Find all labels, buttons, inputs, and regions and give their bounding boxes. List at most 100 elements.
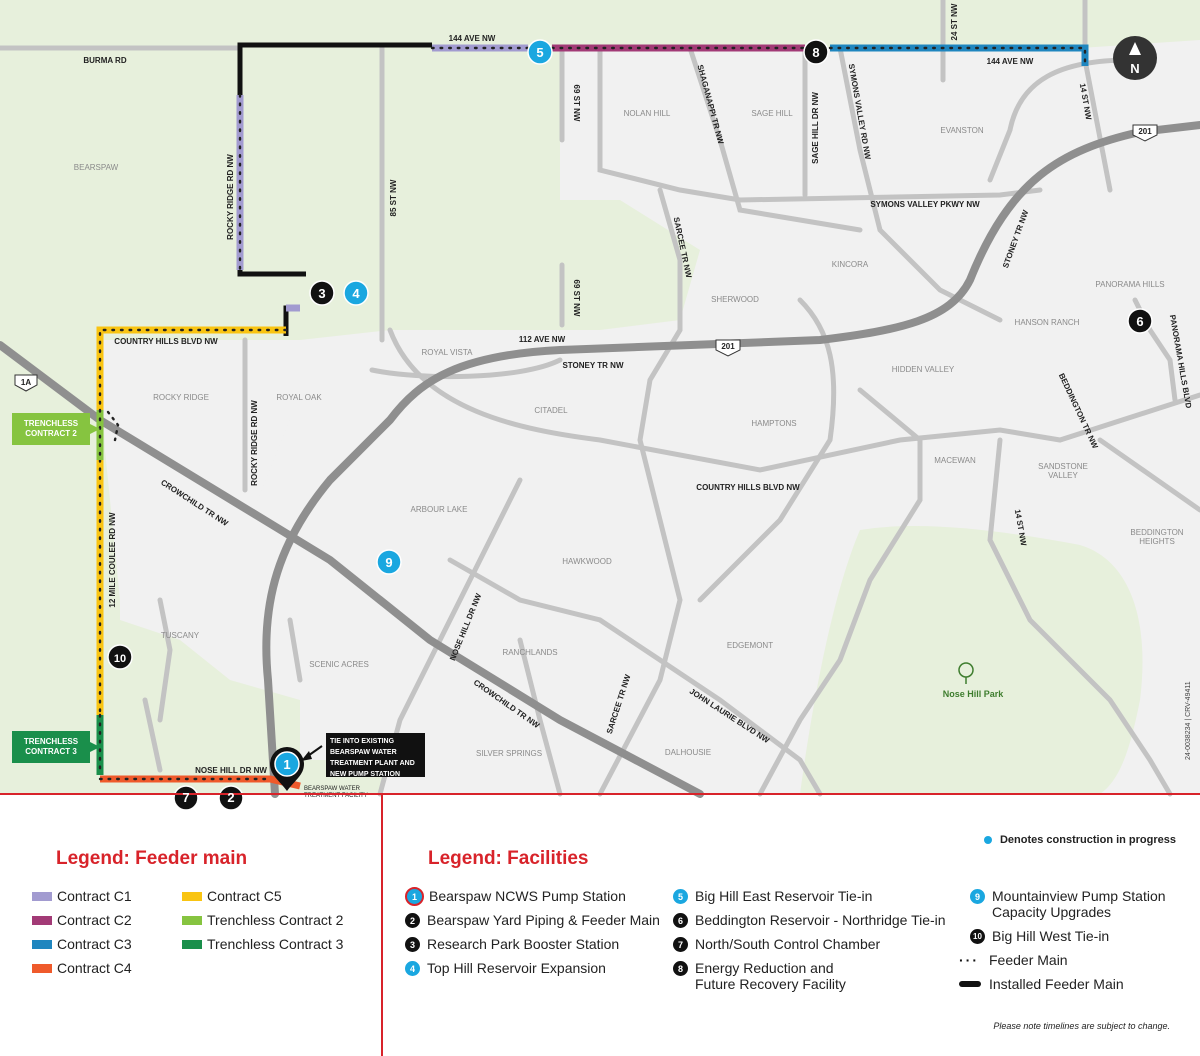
area-label-edgemont: EDGEMONT bbox=[727, 641, 773, 650]
road-label-12-mile-coulee: 12 MILE COULEE RD NW bbox=[108, 512, 117, 608]
legend-label-trenchless-3: Trenchless Contract 3 bbox=[207, 936, 344, 952]
legend-item-c1: Contract C1 bbox=[32, 888, 132, 904]
legend-feeder-title: Legend: Feeder main bbox=[56, 848, 248, 869]
map-marker-6[interactable] bbox=[1127, 308, 1153, 334]
road-label-sage-hill-dr: SAGE HILL DR NW bbox=[811, 92, 820, 164]
road-label-rocky-ridge-north: ROCKY RIDGE RD NW bbox=[226, 154, 235, 240]
map-marker-10[interactable] bbox=[107, 644, 133, 670]
legend-feeder-main: Legend: Feeder main Contract C1 Contract… bbox=[0, 794, 382, 1056]
legend-facility-9-line2: Capacity Upgrades bbox=[992, 904, 1112, 920]
legend-facility-6-label: Beddington Reservoir - Northridge Tie-in bbox=[695, 912, 946, 928]
road-label-country-hills-east: COUNTRY HILLS BLVD NW bbox=[696, 483, 800, 492]
north-label: N bbox=[1130, 61, 1139, 76]
map-marker-1-label: 1 bbox=[283, 757, 290, 772]
highway-1a-label: 1A bbox=[21, 378, 31, 387]
area-label-kincora: KINCORA bbox=[832, 260, 869, 269]
legend-label-c5: Contract C5 bbox=[207, 888, 282, 904]
road-label-112-ave: 112 AVE NW bbox=[519, 335, 566, 344]
number-badge-10: 10 bbox=[970, 929, 985, 944]
legend-label-c2: Contract C2 bbox=[57, 912, 132, 928]
legend-installed-feeder-main-symbol: Installed Feeder Main bbox=[959, 976, 1124, 992]
legend-facility-5-label: Big Hill East Reservoir Tie-in bbox=[695, 888, 873, 904]
dotted-line-icon: ··· bbox=[959, 952, 979, 968]
area-label-silver-springs: SILVER SPRINGS bbox=[476, 749, 542, 758]
highway-1a-shield bbox=[14, 374, 38, 392]
legend-facility-9-line1: Mountainview Pump Station bbox=[992, 888, 1166, 904]
area-label-scenic-acres: SCENIC ACRES bbox=[309, 660, 369, 669]
area-label-hanson-ranch: HANSON RANCH bbox=[1015, 318, 1080, 327]
legend-facility-3-label: Research Park Booster Station bbox=[427, 936, 620, 952]
callout-box bbox=[326, 733, 425, 777]
legend-facility-4-label: Top Hill Reservoir Expansion bbox=[427, 960, 606, 976]
road-label-144-ave-west: 144 AVE NW bbox=[449, 34, 496, 43]
legend-facility-1-label: Bearspaw NCWS Pump Station bbox=[429, 888, 626, 904]
area-label-royal-oak: ROYAL OAK bbox=[276, 393, 322, 402]
map-marker-1[interactable] bbox=[270, 747, 304, 791]
number-badge-9: 9 bbox=[970, 889, 985, 904]
road-label-burma: BURMA RD bbox=[83, 56, 126, 65]
legend-label-c3: Contract C3 bbox=[57, 936, 132, 952]
legend-facilities-title: Legend: Facilities bbox=[428, 848, 589, 869]
map-marker-4[interactable] bbox=[343, 280, 369, 306]
area-label-nolan-hill: NOLAN HILL bbox=[624, 109, 671, 118]
map-marker-5[interactable] bbox=[527, 39, 553, 65]
map-marker-2-label: 2 bbox=[227, 790, 235, 805]
legend-label-c4: Contract C4 bbox=[57, 960, 132, 976]
area-label-hawkwood: HAWKWOOD bbox=[562, 557, 612, 566]
road-label-rocky-ridge-south: ROCKY RIDGE RD NW bbox=[250, 400, 259, 486]
timeline-footnote: Please note timelines are subject to cha… bbox=[993, 1021, 1170, 1031]
construction-progress-note: Denotes construction in progress bbox=[983, 834, 1176, 846]
area-label-arbour-lake: ARBOUR LAKE bbox=[411, 505, 468, 514]
legend-item-c2: Contract C2 bbox=[32, 912, 132, 928]
highway-201-label-ne: 201 bbox=[1138, 127, 1152, 136]
document-code: 24-0038234 | CRV-49411 bbox=[1185, 681, 1192, 760]
road-label-nose-hill-dr-sw: NOSE HILL DR NW bbox=[195, 766, 267, 775]
highway-201-shield-mid bbox=[715, 339, 741, 357]
area-label-sage-hill: SAGE HILL bbox=[751, 109, 793, 118]
area-label-rocky-ridge: ROCKY RIDGE bbox=[153, 393, 209, 402]
map-marker-8[interactable] bbox=[803, 39, 829, 65]
contract-c3-line bbox=[828, 44, 1089, 68]
area-label-bearspaw: BEARSPAW bbox=[74, 163, 119, 172]
legend-facility-10-label: Big Hill West Tie-in bbox=[992, 928, 1110, 944]
swatch-c3 bbox=[32, 939, 52, 949]
area-label-hamptons: HAMPTONS bbox=[751, 419, 796, 428]
legend-installed-feeder-main-label: Installed Feeder Main bbox=[989, 976, 1124, 992]
map-marker-3[interactable] bbox=[309, 280, 335, 306]
map-marker-9[interactable] bbox=[376, 549, 402, 575]
road-label-symons-valley-pkwy: SYMONS VALLEY PKWY NW bbox=[870, 200, 980, 209]
callout-arrow-icon bbox=[301, 745, 323, 761]
road-label-69-st-north: 69 ST NW bbox=[572, 85, 581, 122]
north-arrow-icon bbox=[1113, 36, 1157, 80]
legend-item-c4: Contract C4 bbox=[32, 960, 132, 976]
solid-line-icon bbox=[959, 981, 981, 987]
number-badge-6: 6 bbox=[673, 913, 688, 928]
legend-facility-8-line1: Energy Reduction and bbox=[695, 960, 834, 976]
map-marker-2[interactable] bbox=[218, 785, 244, 811]
area-label-evanston: EVANSTON bbox=[940, 126, 983, 135]
number-badge-8: 8 bbox=[673, 961, 688, 976]
legend-facility-2-label: Bearspaw Yard Piping & Feeder Main bbox=[427, 912, 660, 928]
area-label-panorama-hills: PANORAMA HILLS bbox=[1095, 280, 1164, 289]
tree-icon bbox=[958, 662, 974, 684]
number-badge-2: 2 bbox=[405, 913, 420, 928]
map-marker-10-label: 10 bbox=[114, 653, 126, 665]
map-marker-7[interactable] bbox=[173, 785, 199, 811]
area-label-citadel: CITADEL bbox=[534, 406, 568, 415]
legend-feeder-main-label: Feeder Main bbox=[989, 952, 1068, 968]
number-badge-3: 3 bbox=[405, 937, 420, 952]
legend-item-c3: Contract C3 bbox=[32, 936, 132, 952]
legend-column-divider bbox=[381, 794, 383, 1056]
road-label-country-hills-west: COUNTRY HILLS BLVD NW bbox=[114, 337, 218, 346]
trenchless-contract-2-box bbox=[12, 413, 90, 445]
pin-icon: 1 bbox=[405, 887, 424, 906]
legend-feeder-main-symbol: ··· Feeder Main bbox=[959, 952, 1068, 968]
number-badge-5: 5 bbox=[673, 889, 688, 904]
progress-note-text: Denotes construction in progress bbox=[999, 834, 1176, 846]
map-marker-5-label: 5 bbox=[536, 45, 543, 60]
